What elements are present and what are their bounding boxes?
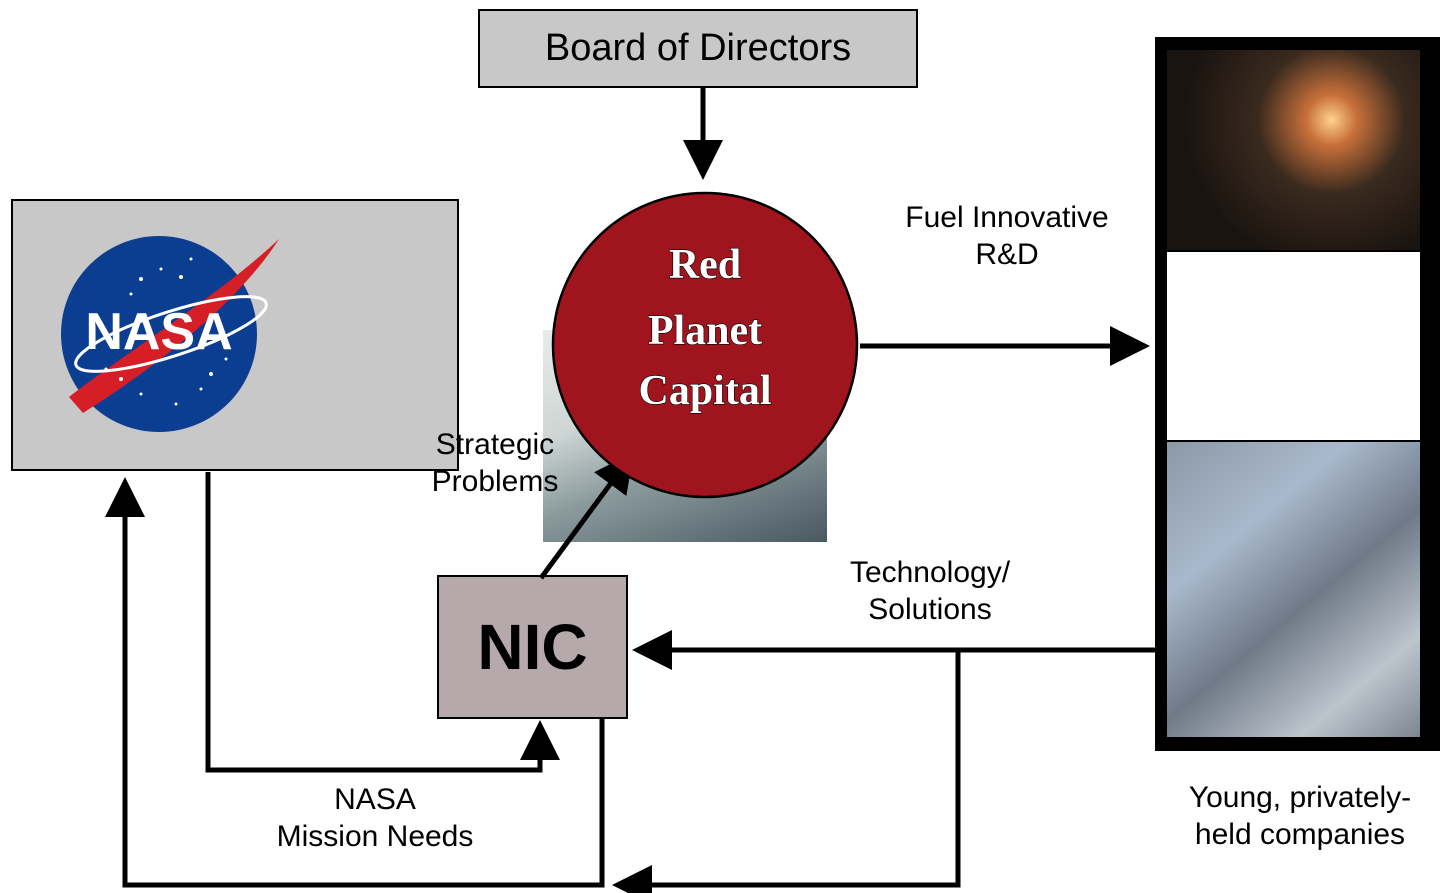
board-label: Board of Directors bbox=[544, 27, 852, 69]
rpc-line-1: Red bbox=[669, 242, 741, 288]
lab-worker-photo bbox=[1167, 442, 1420, 737]
technology-solutions-label: Technology/Solutions bbox=[849, 556, 1011, 626]
companies-blank-panel bbox=[1167, 252, 1420, 440]
rpc-line-2: Planet bbox=[648, 308, 762, 354]
solutions-to-bottom-arrow bbox=[612, 650, 961, 893]
welding-robot-photo bbox=[1167, 50, 1420, 250]
nasa-logo: NASA bbox=[61, 236, 279, 432]
red-planet-capital-circle bbox=[551, 191, 859, 499]
nasa-logo-stars bbox=[104, 257, 228, 406]
nic-to-nasa-arrow bbox=[105, 477, 605, 888]
nic-to-rpc-arrow bbox=[538, 451, 634, 580]
nasa-logo-text: NASA bbox=[85, 303, 232, 361]
nic-box: NIC bbox=[437, 575, 628, 719]
companies-label: Young, privately-held companies bbox=[1188, 781, 1412, 851]
nasa-logo-orbit bbox=[74, 295, 268, 373]
board-of-directors-box: Board of Directors bbox=[478, 9, 918, 88]
nasa-to-nic-arrow bbox=[205, 472, 560, 773]
nic-label: NIC bbox=[477, 611, 588, 683]
rpc-line-3: Capital bbox=[638, 368, 771, 414]
